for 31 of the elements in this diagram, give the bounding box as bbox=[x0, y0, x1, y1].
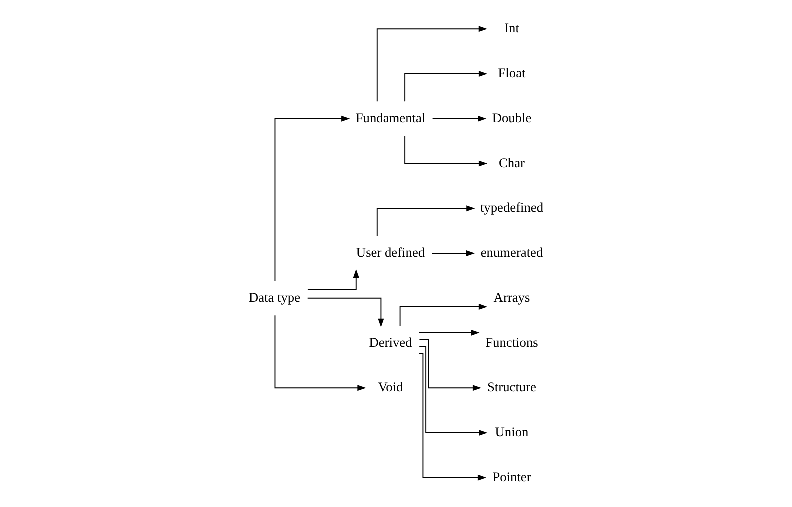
arrow bbox=[419, 339, 482, 392]
arrow bbox=[400, 304, 488, 326]
node-text: Char bbox=[499, 155, 525, 170]
arrow bbox=[274, 315, 366, 392]
node-text: Data type bbox=[248, 290, 301, 305]
arrow bbox=[419, 346, 488, 436]
node-text: Derived bbox=[369, 334, 412, 350]
node-text: Fundamental bbox=[356, 110, 426, 126]
arrow bbox=[307, 298, 384, 328]
arrow bbox=[404, 136, 488, 167]
node-text: Functions bbox=[486, 334, 538, 350]
node-text: enumerated bbox=[480, 245, 544, 260]
node-text: Structure bbox=[488, 380, 536, 395]
arrow bbox=[307, 269, 360, 290]
node-text: Int bbox=[504, 20, 520, 36]
arrow bbox=[376, 26, 488, 102]
node-text: Union bbox=[495, 424, 529, 440]
arrow bbox=[274, 116, 350, 282]
node-text: Pointer bbox=[492, 469, 532, 484]
node-text: Void bbox=[378, 380, 404, 395]
node-text: Arrays bbox=[494, 290, 530, 305]
arrow bbox=[419, 353, 487, 481]
arrow bbox=[432, 250, 476, 257]
node-text: Double bbox=[492, 110, 532, 126]
arrow bbox=[404, 71, 488, 102]
node-text: User defined bbox=[356, 245, 426, 260]
arrow bbox=[376, 206, 476, 237]
node-text: Float bbox=[498, 66, 526, 81]
node-text: typedefined bbox=[480, 200, 544, 216]
arrow bbox=[432, 116, 487, 122]
arrow bbox=[419, 330, 480, 336]
